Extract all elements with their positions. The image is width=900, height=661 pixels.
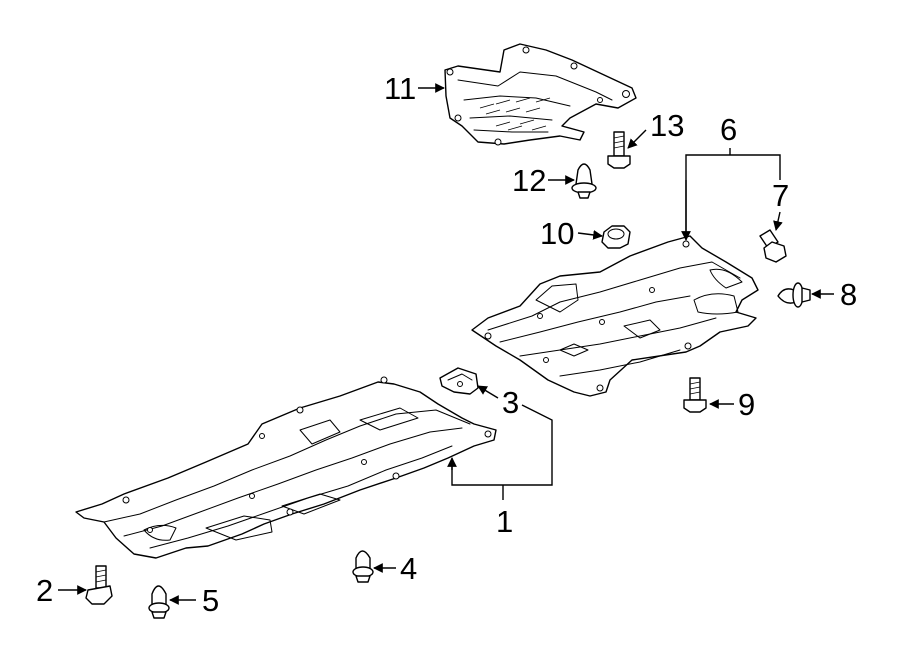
part-10-nut — [601, 225, 631, 249]
callout-4: 4 — [400, 551, 417, 586]
callout-7: 7 — [772, 178, 789, 213]
callout-13: 13 — [650, 108, 684, 143]
callout-12: 12 — [512, 163, 546, 198]
callout-5: 5 — [202, 583, 219, 618]
part-8-push-clip — [777, 282, 811, 308]
part-4-push-clip — [352, 550, 374, 583]
part-6-rear-under-cover — [471, 235, 759, 397]
callout-11: 11 — [384, 71, 416, 106]
part-11-upper-splash-shield — [444, 43, 637, 146]
callout-1: 1 — [496, 504, 513, 539]
part-9-bolt — [683, 377, 707, 413]
callout-9: 9 — [738, 387, 755, 422]
part-2-bolt — [85, 565, 113, 605]
callout-2: 2 — [36, 573, 53, 608]
part-12-push-clip — [571, 163, 597, 199]
part-5-push-clip — [148, 585, 170, 619]
part-13-bolt — [607, 131, 631, 169]
part-7-bolt — [759, 229, 787, 263]
part-3-bracket — [439, 367, 479, 395]
part-1-front-under-cover — [75, 376, 497, 559]
callout-6: 6 — [720, 112, 737, 147]
callout-3: 3 — [502, 385, 519, 420]
callout-10: 10 — [540, 216, 574, 251]
callout-8: 8 — [840, 277, 857, 312]
leader-lines — [58, 83, 834, 605]
